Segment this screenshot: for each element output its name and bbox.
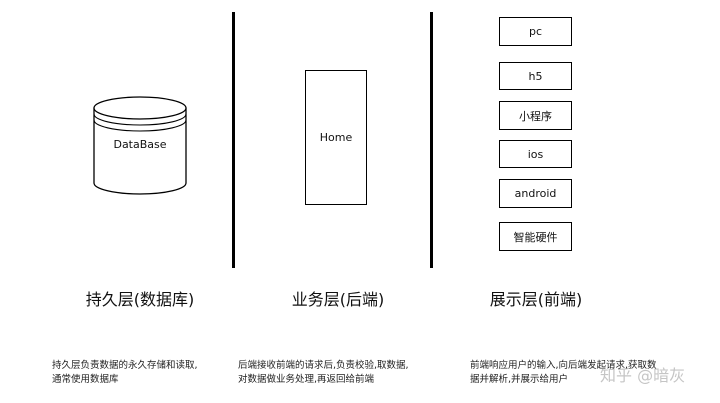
home-box: Home: [305, 70, 367, 205]
business-description: 后端接收前端的请求后,负责校验,取数据,对数据做业务处理,再返回给前端: [238, 360, 409, 385]
client-label: h5: [528, 69, 543, 83]
watermark: 知乎 @暗灰: [600, 366, 686, 385]
home-label: Home: [319, 131, 353, 144]
cylinder-body: [93, 108, 187, 195]
business-title: 业务层(后端): [291, 290, 385, 309]
presentation-description: 前端响应用户的输入,向后端发起请求,获取数据并解析,并展示给用户: [470, 360, 657, 385]
client-box-smart-hardware: 智能硬件: [499, 222, 572, 251]
client-box-ios: ios: [499, 140, 572, 168]
persistence-title: 持久层(数据库): [85, 290, 195, 309]
cylinder-ring-1: [93, 113, 187, 126]
divider-left: [232, 12, 235, 268]
client-label: 智能硬件: [513, 230, 558, 244]
cylinder-ring-2: [93, 119, 187, 132]
persistence-description: 持久层负责数据的永久存储和读取,通常使用数据库: [52, 360, 198, 385]
client-label: pc: [528, 25, 543, 38]
client-label: 小程序: [519, 109, 552, 123]
divider-right: [430, 12, 433, 268]
client-box-android: android: [499, 179, 572, 208]
client-box-pc: pc: [499, 17, 572, 46]
client-label: ios: [527, 147, 544, 161]
client-box-h5: h5: [499, 62, 572, 90]
client-box-miniprogram: 小程序: [499, 101, 572, 130]
cylinder-top: [93, 96, 187, 120]
client-label: android: [514, 187, 557, 200]
database-label: DataBase: [113, 138, 167, 151]
presentation-title: 展示层(前端): [489, 290, 583, 309]
